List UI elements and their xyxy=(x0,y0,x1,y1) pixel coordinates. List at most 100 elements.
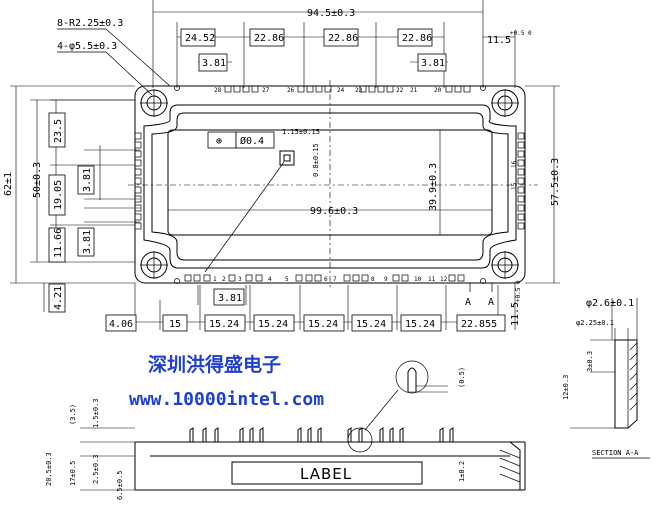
pin-15: 15 xyxy=(511,182,518,190)
watermark-company: 深圳洪得盛电子 xyxy=(148,353,281,376)
left-span-box-1 xyxy=(48,112,66,148)
top-pin-row: 28 27 26 24 23 22 21 20 xyxy=(214,85,471,94)
side-view: LABEL (3.5) 1.5±0.3 20.5±0.3 17±0.5 2.5±… xyxy=(45,360,526,500)
bottom-span-box-2 xyxy=(162,314,188,332)
left-bottom-box xyxy=(48,283,66,313)
section-pin-body xyxy=(614,339,638,429)
bottom-span-box-7 xyxy=(400,314,442,332)
top-span-1: 24.52 xyxy=(185,33,215,44)
bottom-span-box-3 xyxy=(204,314,246,332)
mounting-hole-tl xyxy=(140,89,168,117)
top-small-box-right xyxy=(417,53,447,72)
top-span-box-3 xyxy=(323,28,359,47)
inner-width-label: 99.6±0.3 xyxy=(310,206,358,217)
pin-detail-inner xyxy=(283,154,291,162)
side-dim-1: (3.5) xyxy=(69,404,77,425)
bottom-pitch-box xyxy=(213,288,245,306)
top-span-box-1 xyxy=(180,28,216,47)
pin-22: 22 xyxy=(396,87,404,94)
side-label: LABEL xyxy=(300,465,352,483)
tol-value: Ø0.4 xyxy=(240,135,264,147)
pin-23: 23 xyxy=(355,87,363,94)
side-dim-r1: (0.5) xyxy=(458,367,466,388)
offset-right-tol: +0.5 0 xyxy=(510,30,532,37)
pin-2: 2 xyxy=(222,276,226,283)
section-title: SECTION A-A xyxy=(592,449,639,457)
top-span-2: 22.86 xyxy=(254,33,284,44)
pin-12: 12 xyxy=(440,276,448,283)
pin-3: 3 xyxy=(238,276,242,283)
left-bottom: 4.21 xyxy=(53,286,64,310)
side-dim-2: 1.5±0.3 xyxy=(92,398,100,428)
bottom-span-7: 15.24 xyxy=(405,319,435,330)
bottom-span-box-4 xyxy=(253,314,295,332)
bottom-pin-row: 1 2 3 4 5 6 7 8 9 10 11 12 xyxy=(184,274,465,283)
label-plate xyxy=(231,461,423,485)
left-span-2: 19.05 xyxy=(53,180,64,210)
bottom-span-2: 15 xyxy=(169,319,181,330)
pin-27: 27 xyxy=(262,87,270,94)
bottom-span-1: 4.06 xyxy=(109,319,133,330)
bottom-span-6: 15.24 xyxy=(356,319,386,330)
watermark-url: www.10000intel.com xyxy=(129,389,324,410)
pin-11: 11 xyxy=(428,276,436,283)
pin-20: 20 xyxy=(434,87,442,94)
left-pitch-upper: 3.81 xyxy=(82,168,93,192)
pin-4: 4 xyxy=(268,276,272,283)
bottom-span-5: 15.24 xyxy=(308,319,338,330)
pin-size-w: 1.15±0.15 xyxy=(282,128,320,136)
module-top-view: ⊕ Ø0.4 1.15±0.15 0.8±0.15 99.6±0.3 39.9±… xyxy=(128,80,538,290)
top-span-4: 22.86 xyxy=(402,33,432,44)
section-h2: 12±0.3 xyxy=(562,375,570,400)
side-dim-3: 20.5±0.3 xyxy=(45,452,53,486)
left-span-3: 11.66 xyxy=(53,228,64,258)
left-span-1: 23.5 xyxy=(53,119,64,143)
left-span-box-2 xyxy=(48,174,66,216)
right-dimensions: 57.5±0.3 11.5 +0.5 0 xyxy=(510,85,561,330)
pin-8: 8 xyxy=(371,276,375,283)
pin-6: 6 xyxy=(324,276,328,283)
side-dim-4: 17±0.5 xyxy=(69,461,77,486)
left-dimensions: 62±1 50±0.3 23.5 19.05 11.66 3.81 3.81 4… xyxy=(3,85,140,313)
housing-outer xyxy=(143,104,517,269)
pin-28: 28 xyxy=(214,87,222,94)
hole-callouts: 8-R2.25±0.3 4-φ5.5±0.3 xyxy=(57,18,171,96)
left-pitch-lower: 3.81 xyxy=(82,230,93,254)
top-small-left: 3.81 xyxy=(202,58,226,69)
pin-size-h: 0.8±0.15 xyxy=(312,143,320,177)
right-offset-tol: +0.5 0 xyxy=(515,280,522,302)
height-total-label: 62±1 xyxy=(3,172,14,196)
height-inner-label: 50±0.3 xyxy=(32,162,43,198)
inner-height-label: 39.9±0.3 xyxy=(428,163,439,211)
mounting-hole-tr xyxy=(491,89,519,117)
mounting-hole-br xyxy=(491,251,519,279)
section-d2: φ2.25±0.1 xyxy=(576,319,614,327)
pin-24: 24 xyxy=(337,87,345,94)
top-span-box-2 xyxy=(249,28,285,47)
tol-symbol: ⊕ xyxy=(216,136,222,147)
pin-5: 5 xyxy=(285,276,289,283)
right-height-label: 57.5±0.3 xyxy=(550,158,561,206)
top-small-right: 3.81 xyxy=(421,58,445,69)
tol-value-box xyxy=(235,131,275,149)
watermark: 深圳洪得盛电子 www.10000intel.com xyxy=(129,353,324,410)
bottom-span-box-5 xyxy=(303,314,345,332)
holes-callout: 4-φ5.5±0.3 xyxy=(57,41,117,52)
pin-21: 21 xyxy=(410,87,418,94)
top-small-box-left xyxy=(198,53,228,72)
bottom-dimensions: 3.81 4.06 15 15.24 15.24 15.24 15.24 15.… xyxy=(105,283,506,332)
bottom-span-box-6 xyxy=(351,314,393,332)
bottom-span-box-8 xyxy=(456,314,506,332)
pin-16: 16 xyxy=(511,160,518,168)
radius-callout: 8-R2.25±0.3 xyxy=(57,18,123,29)
right-offset-label: 11.5 xyxy=(510,302,521,326)
left-span-box-3 xyxy=(48,227,66,263)
pin-26: 26 xyxy=(287,87,295,94)
top-span-box-4 xyxy=(397,28,433,47)
top-span-3: 22.86 xyxy=(328,33,358,44)
section-d1: φ2.6±0.1 xyxy=(586,298,634,309)
offset-right-label: 11.5 xyxy=(487,35,511,46)
section-a-a: φ2.6±0.1 φ2.25±0.1 3±0.3 12±0.3 SECTION … xyxy=(562,298,650,459)
side-dim-r2: 1±0.2 xyxy=(458,461,466,482)
top-dimensions: 94.5±0.3 24.52 22.86 22.86 22.86 11.5 +0… xyxy=(152,0,532,88)
